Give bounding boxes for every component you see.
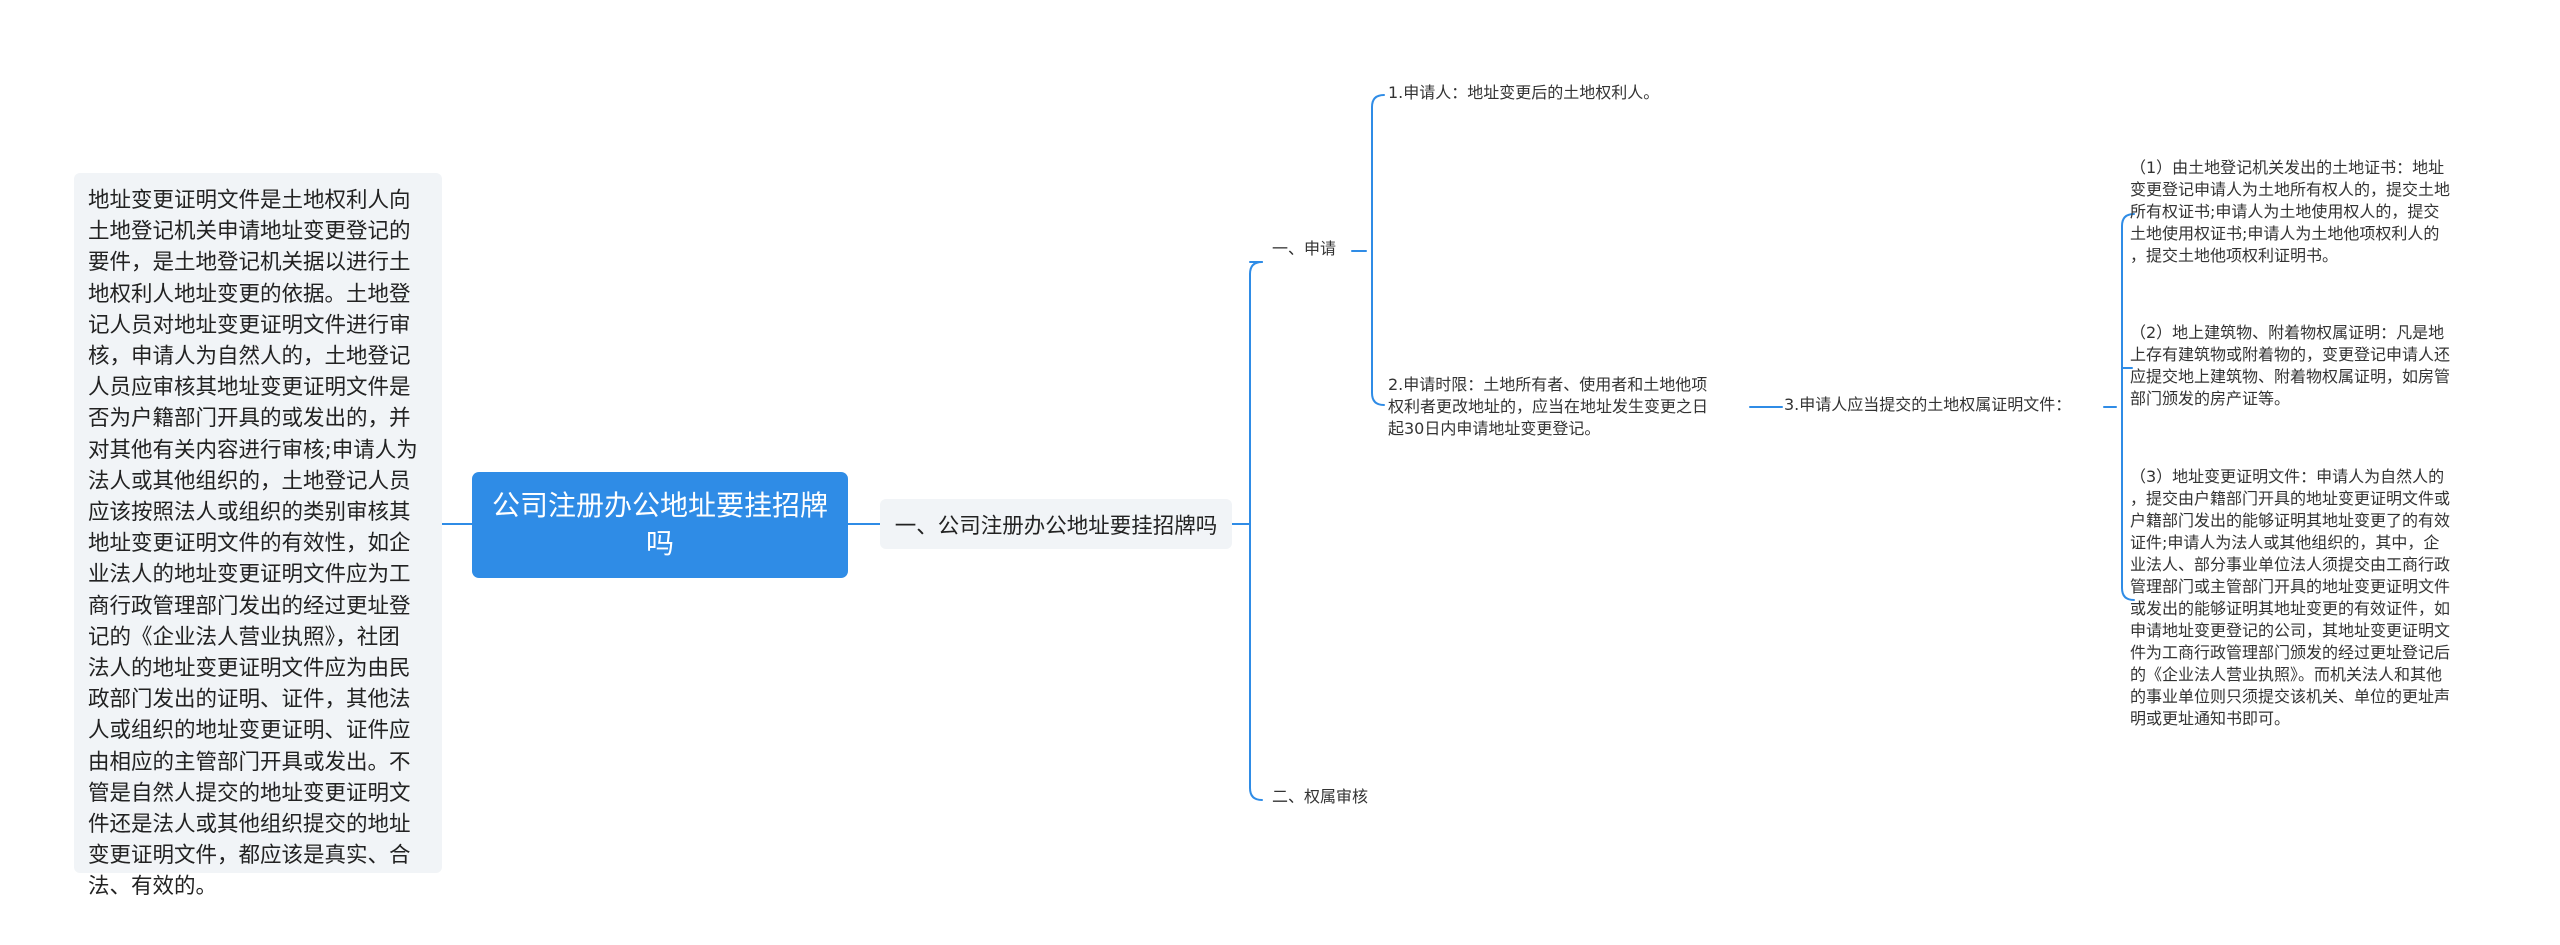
topic-shenqing[interactable]: 一、申请 — [1272, 239, 1337, 258]
topic-doc-item-3[interactable]: （3）地址变更证明文件：申请人为自然人的 ，提交由户籍部门开具的地址变更证明文件… — [2130, 467, 2451, 728]
connector-shenqing-vertical — [1371, 94, 1385, 406]
root-topic-label: 公司注册办公地址要挂招牌吗 — [492, 489, 829, 560]
level1-topic-label: 一、公司注册办公地址要挂招牌吗 — [894, 513, 1218, 539]
level1-topic[interactable]: 一、公司注册办公地址要挂招牌吗 — [880, 499, 1232, 549]
connector-spine-vertical — [1249, 261, 1263, 801]
topic-applicant[interactable]: 1.申请人：地址变更后的土地权利人。 — [1388, 83, 1660, 102]
topic-documents[interactable]: 3.申请人应当提交的土地权属证明文件： — [1784, 395, 2072, 414]
topic-deadline[interactable]: 2.申请时限：土地所有者、使用者和土地他项 权利者更改地址的，应当在地址发生变更… — [1388, 375, 1709, 438]
topic-doc-item-1[interactable]: （1）由土地登记机关发出的土地证书：地址 变更登记申请人为土地所有权人的，提交土… — [2130, 158, 2451, 265]
topic-quanshu-shenhe[interactable]: 二、权属审核 — [1272, 787, 1369, 806]
left-note-box[interactable]: 地址变更证明文件是土地权利人向 土地登记机关申请地址变更登记的 要件，是土地登记… — [74, 173, 442, 899]
topic-doc-item-2[interactable]: （2）地上建筑物、附着物权属证明：凡是地 上存有建筑物或附着物的，变更登记申请人… — [2130, 323, 2451, 408]
root-topic[interactable]: 公司注册办公地址要挂招牌吗 — [472, 472, 848, 578]
